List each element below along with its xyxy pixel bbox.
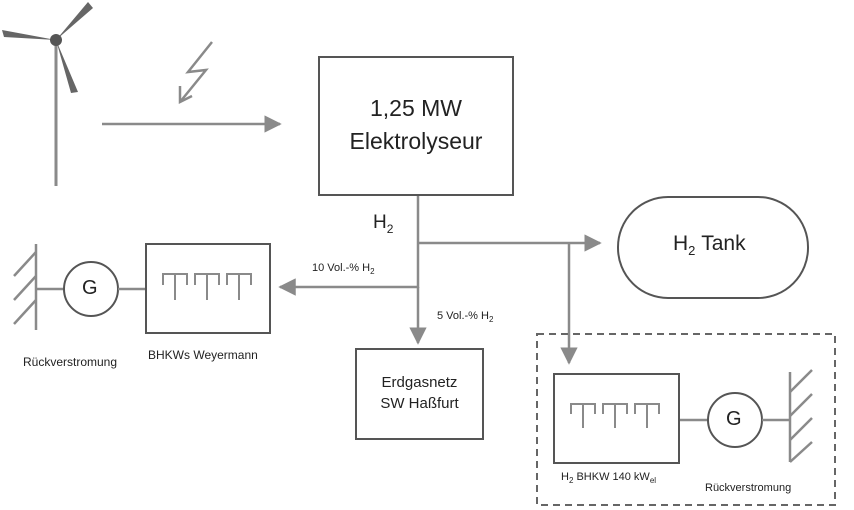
reconversion-right-label: Rückverstromung xyxy=(705,482,792,494)
electrolyzer-label: 1,25 MW Elektrolyseur xyxy=(318,92,514,158)
lightning-icon xyxy=(178,41,213,105)
chp-right-engines-icon xyxy=(570,403,660,428)
wind-turbine-icon xyxy=(2,2,93,186)
flow-down-label: 5 Vol.-% H2 xyxy=(437,310,494,325)
gas-grid-name: Erdgasnetz xyxy=(381,374,458,391)
grid-connection-left-icon xyxy=(13,244,64,330)
h2-label: H2 xyxy=(373,212,394,236)
electrolyzer-name: Elektrolyseur xyxy=(349,128,483,154)
electrolyzer-box xyxy=(318,56,514,196)
chp-right-box xyxy=(553,373,680,464)
electrolyzer-power: 1,25 MW xyxy=(369,95,463,121)
chp-left-box xyxy=(145,243,271,334)
generator-left-label: G xyxy=(82,277,98,299)
generator-right-label: G xyxy=(726,408,742,430)
chp-left-engines-icon xyxy=(162,273,252,300)
chp-right-group xyxy=(536,333,836,506)
gas-grid-label: Erdgasnetz SW Haßfurt xyxy=(355,372,484,414)
chp-left-label: BHKWs Weyermann xyxy=(148,348,258,362)
h2-tank-shape xyxy=(617,196,809,299)
reconversion-left-label: Rückverstromung xyxy=(23,355,118,369)
flow-left-label: 10 Vol.-% H2 xyxy=(312,262,375,277)
chp-right-label: H2 BHKW 140 kWel xyxy=(561,471,657,486)
gas-grid-box xyxy=(355,348,484,440)
h2-tank-label: H2 Tank xyxy=(673,232,746,259)
gas-grid-operator: SW Haßfurt xyxy=(380,395,459,412)
grid-connection-right-icon xyxy=(762,369,813,463)
